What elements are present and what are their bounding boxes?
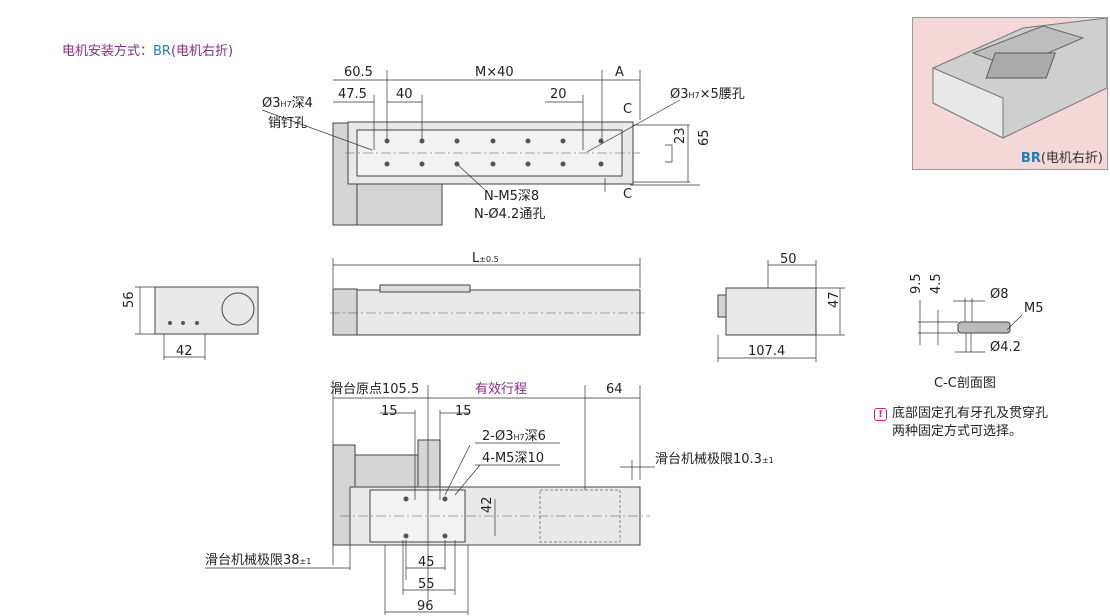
note-line-2: 两种固定方式可选择。 (892, 424, 1023, 439)
mounting-holes (384, 138, 604, 167)
svg-text:4.5: 4.5 (929, 273, 944, 294)
dim-55: 55 (418, 577, 435, 592)
dim-40: 40 (396, 87, 413, 102)
dim-60-5: 60.5 (344, 65, 373, 80)
side-view: L±0.5 (330, 251, 645, 336)
photo-caption: BR(电机右折) (1020, 151, 1103, 166)
dim-m-x-40: M×40 (475, 65, 514, 80)
dim-42-bottom: 42 (480, 496, 495, 513)
dim-47: 47 (827, 291, 842, 308)
svg-text:9.5: 9.5 (909, 273, 924, 294)
effective-stroke-label: 有效行程 (475, 382, 527, 397)
bottom-view: 滑台原点105.5 有效行程 64 15 15 2-Ø3H7深6 4-M5深10… (205, 380, 774, 615)
product-photo: BR(电机右折) (912, 17, 1108, 170)
dim-96: 96 (417, 599, 434, 614)
top-view: 60.5 M×40 A 47.5 40 20 C C Ø3H7深4 销钉孔 Ø3… (261, 65, 745, 226)
section-title: C-C剖面图 (934, 376, 996, 391)
dim-64: 64 (606, 382, 623, 397)
limit-right-label: 滑台机械极限10.3±1 (655, 452, 774, 467)
dim-45: 45 (418, 555, 435, 570)
title-suffix: (电机右折) (170, 44, 234, 59)
limit-left-label: 滑台机械极限38±1 (205, 553, 311, 568)
title-code: BR (153, 44, 171, 59)
section-mark-c-top: C (623, 102, 632, 117)
tapped-hole-label: N-M5深8 (484, 189, 539, 204)
dim-56: 56 (122, 291, 137, 308)
end-view-left: 56 42 (122, 286, 259, 360)
slot-hole-label: Ø3H7×5腰孔 (670, 87, 745, 102)
through-hole-label: N-Ø4.2通孔 (474, 207, 545, 222)
dim-length: L±0.5 (472, 251, 499, 266)
motor-mount-title: 电机安装方式：BR(电机右折) (62, 40, 233, 59)
note-line-1: 底部固定孔有牙孔及贯穿孔 (892, 406, 1049, 421)
warning-icon: ! (874, 408, 887, 421)
mounting-note: ! 底部固定孔有牙孔及贯穿孔 两种固定方式可选择。 (874, 405, 1048, 441)
pin-hole-label: Ø3H7深4 (262, 96, 313, 111)
motor-coupling (356, 182, 443, 226)
slider-origin-label: 滑台原点105.5 (330, 382, 419, 397)
dim-a: A (615, 65, 624, 80)
dim-42: 42 (176, 344, 193, 359)
svg-text:Ø8: Ø8 (990, 287, 1009, 302)
dim-20: 20 (550, 87, 567, 102)
dim-23: 23 (673, 127, 688, 144)
section-c-c: 9.5 4.5 Ø8 M5 Ø4.2 C-C剖面图 (909, 273, 1044, 391)
dim-107-4: 107.4 (748, 344, 785, 359)
tap-hole-label: 4-M5深10 (482, 451, 544, 466)
svg-text:Ø4.2: Ø4.2 (990, 340, 1021, 355)
end-view-right: 50 47 107.4 (717, 252, 845, 362)
dim-47-5: 47.5 (338, 87, 367, 102)
pin-hole-label-bottom: 2-Ø3H7深6 (482, 429, 546, 444)
dim-15-right: 15 (455, 404, 472, 419)
svg-text:M5: M5 (1024, 301, 1044, 316)
dim-50: 50 (780, 252, 797, 267)
dim-15-left: 15 (381, 404, 398, 419)
pin-hole-label-2: 销钉孔 (268, 116, 307, 131)
section-mark-c-bottom: C (623, 187, 632, 202)
dim-65: 65 (697, 129, 712, 146)
title-prefix: 电机安装方式： (62, 44, 154, 59)
